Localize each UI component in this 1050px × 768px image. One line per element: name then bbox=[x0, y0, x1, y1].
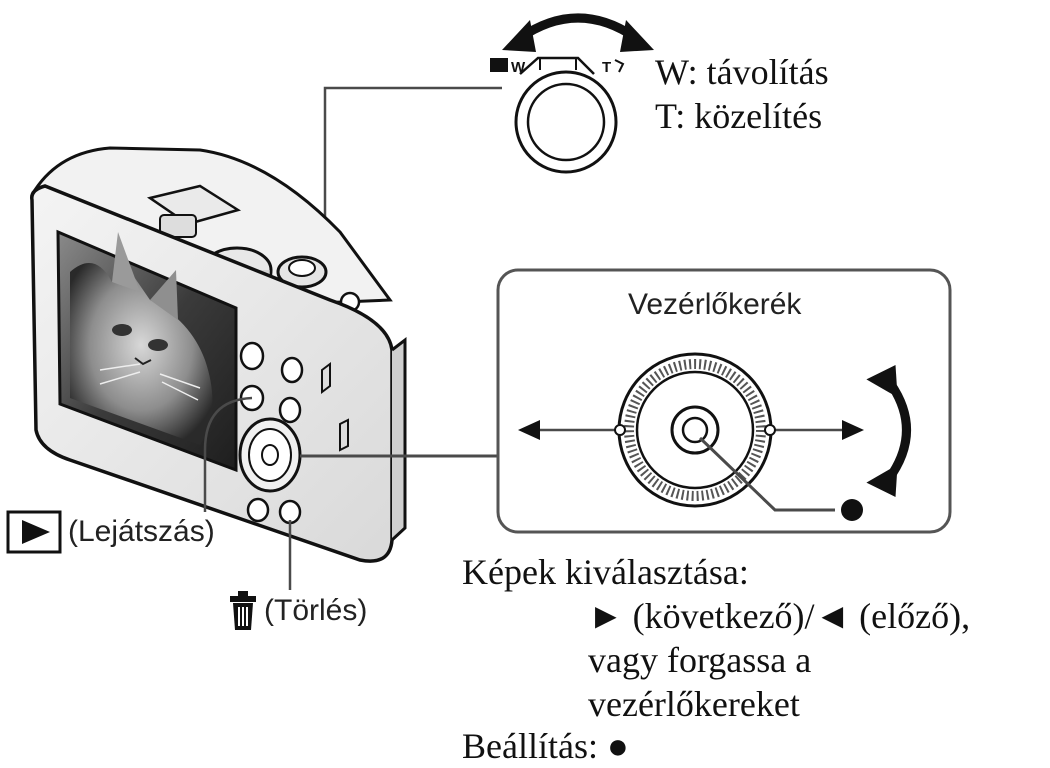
center-pointer-line bbox=[698, 436, 835, 512]
zoom-callout-line bbox=[323, 86, 502, 250]
right-arrow-icon bbox=[770, 420, 864, 440]
playback-callout-line bbox=[203, 396, 253, 512]
select-line1: ► (következő)/◄ (előző), bbox=[588, 596, 971, 636]
left-arrow-icon bbox=[518, 420, 620, 440]
zoom-lever: W T bbox=[490, 56, 625, 174]
center-dot-icon bbox=[841, 499, 863, 521]
trash-icon bbox=[230, 591, 256, 630]
wheel-rotate-arrow-icon bbox=[866, 365, 911, 497]
select-line3: vezérlőkereket bbox=[588, 684, 800, 724]
delete-label: (Törlés) bbox=[264, 594, 368, 627]
zoom-w-label: W: távolítás bbox=[655, 52, 829, 92]
zoom-t-label: T: közelítés bbox=[655, 96, 823, 136]
zoom-rotate-arrow-icon bbox=[502, 13, 654, 52]
lever-t-mark: T bbox=[602, 59, 611, 76]
camera-body bbox=[30, 146, 407, 563]
set-label: Beállítás: ● bbox=[462, 726, 629, 766]
play-icon bbox=[6, 510, 62, 554]
control-wheel-large bbox=[614, 352, 776, 508]
cat-photo bbox=[70, 232, 213, 445]
playback-label: (Lejátszás) bbox=[68, 515, 215, 548]
select-line2: vagy forgassa a bbox=[588, 640, 812, 680]
control-wheel-title: Vezérlőkerék bbox=[628, 288, 802, 321]
select-title: Képek kiválasztása: bbox=[462, 552, 749, 592]
delete-button bbox=[278, 499, 302, 525]
